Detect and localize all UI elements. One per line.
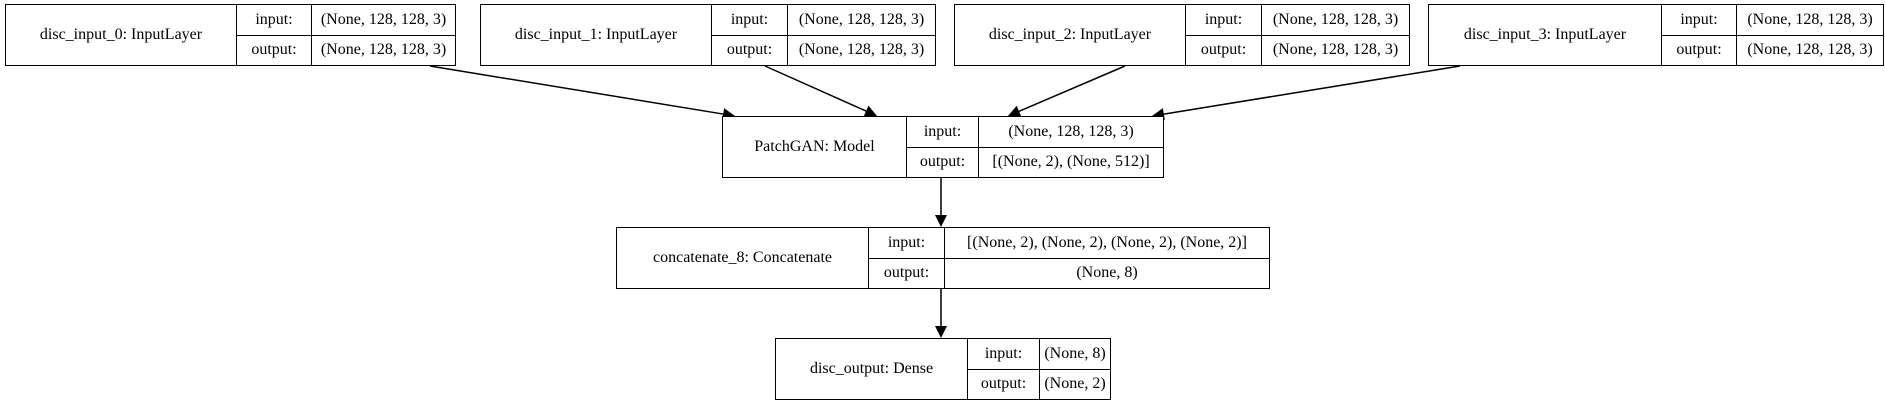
output-label: output: [968,369,1040,399]
input-label: input: [712,5,788,35]
output-label: output: [712,35,788,65]
output-label: output: [1186,35,1262,65]
input-row: input: (None, 128, 128, 3) [907,117,1163,147]
input-shape: (None, 128, 128, 3) [1747,10,1873,28]
output-row: output:(None, 2) [968,368,1110,399]
output-row: output: (None, 128, 128, 3) [1662,34,1883,65]
input-row: input: (None, 128, 128, 3) [1186,5,1409,35]
input-shape: (None, 128, 128, 3) [798,10,925,28]
output-row: output: (None, 128, 128, 3) [712,34,935,65]
output-label: output: [907,147,979,177]
input-row: input: (None, 128, 128, 3) [1662,5,1883,35]
output-label: output: [237,35,312,65]
arrowhead-icon [863,105,877,117]
output-row: output: [(None, 2), (None, 512)] [907,146,1163,177]
arrowhead-icon [935,215,947,227]
layer-io-table: input: (None, 128, 128, 3) output: (None, 1… [1662,5,1883,65]
layer-title: disc_output: Dense [776,339,968,399]
input-label: input: [869,228,945,258]
layer-title: disc_input_3: InputLayer [1429,5,1662,65]
input-shape: (None, 128, 128, 3) [1008,122,1134,140]
output-shape: (None, 128, 128, 3) [320,41,447,59]
layer-io-table: input: (None, 128, 128, 3) output: (None, 1… [237,5,455,65]
input-label: input: [1662,5,1737,35]
layer-io-table: input: (None, 128, 128, 3) output: (None, 1… [712,5,935,65]
layer-io-table: input: (None, 128, 128, 3) output: [(None, … [907,117,1163,177]
layer-title: disc_input_2: InputLayer [955,5,1186,65]
output-shape: (None, 128, 128, 3) [798,41,925,59]
input-label: input: [907,117,979,147]
edge-disc-input-1-to-patchgan [764,65,867,112]
layer-title: PatchGAN: Model [723,117,907,177]
output-shape: (None, 128, 128, 3) [1747,41,1873,59]
layer-io-table: input: [(None, 2), (None, 2), (None, 2), … [869,228,1269,288]
layer-title: disc_input_0: InputLayer [6,5,237,65]
output-shape: (None, 8) [1076,264,1138,282]
edge-disc-input-3-to-patchgan [1163,65,1461,115]
output-shape: (None, 2) [1044,375,1106,393]
output-row: output: (None, 128, 128, 3) [1186,34,1409,65]
input-row: input: [(None, 2), (None, 2), (None, 2), … [869,228,1269,258]
input-shape: (None, 128, 128, 3) [320,10,447,28]
output-shape: (None, 128, 128, 3) [1272,41,1399,59]
input-label: input: [237,5,312,35]
output-shape: [(None, 2), (None, 512)] [992,153,1150,171]
layer-title: concatenate_8: Concatenate [617,228,869,288]
input-label: input: [1186,5,1262,35]
output-row: output: (None, 8) [869,257,1269,288]
input-label: input: [968,339,1040,369]
input-row: input: (None, 128, 128, 3) [712,5,935,35]
input-row: input:(None, 8) [968,339,1110,369]
input-row: input: (None, 128, 128, 3) [237,5,455,35]
output-row: output: (None, 128, 128, 3) [237,34,455,65]
edge-disc-input-2-to-patchgan [1018,65,1126,112]
layer-io-table: input:(None, 8)output:(None, 2) [968,339,1110,399]
input-shape: [(None, 2), (None, 2), (None, 2), (None,… [967,233,1247,251]
layer-io-table: input: (None, 128, 128, 3) output: (None, 1… [1186,5,1409,65]
input-shape: (None, 8) [1044,344,1106,362]
arrowhead-icon [935,326,947,338]
input-shape: (None, 128, 128, 3) [1272,10,1399,28]
layer-title: disc_input_1: InputLayer [481,5,712,65]
output-label: output: [1662,35,1737,65]
edge-disc-input-0-to-patchgan [429,65,724,115]
arrowhead-icon [1008,105,1022,117]
output-label: output: [869,258,945,288]
